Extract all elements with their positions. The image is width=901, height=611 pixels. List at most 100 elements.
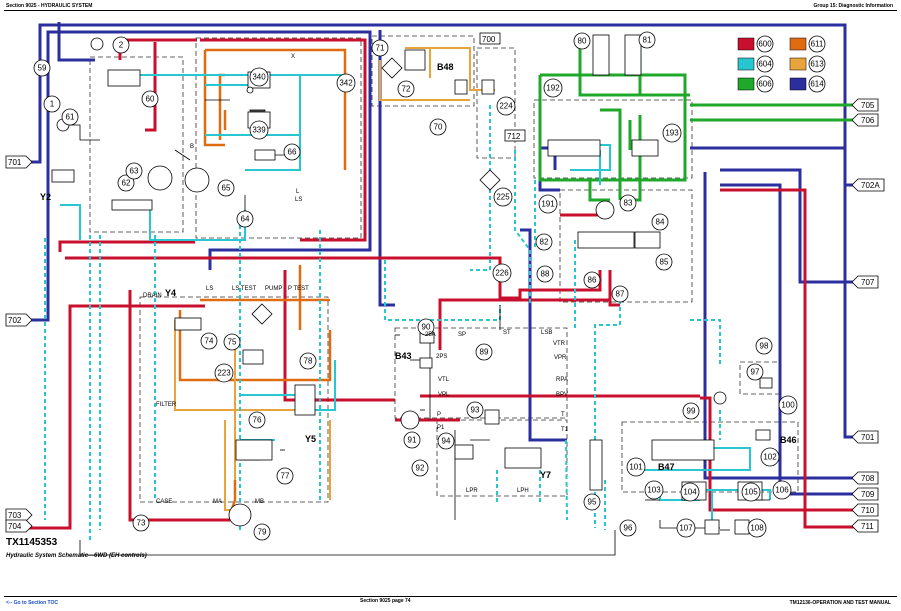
navy-line-5 <box>703 172 858 480</box>
tag-right-710-7: 710 <box>861 506 875 515</box>
valve-78 <box>294 384 316 416</box>
legend-swatch-614 <box>789 77 807 91</box>
tag-right-711-8: 711 <box>861 522 874 531</box>
callout-85: 85 <box>660 258 669 267</box>
port-label-sa25: 25A <box>425 332 436 338</box>
port-label-sp: SP <box>458 332 466 338</box>
callout-95: 95 <box>588 498 597 507</box>
callout-65: 65 <box>222 184 231 193</box>
callout-100: 100 <box>781 401 795 410</box>
navy-line-10 <box>520 228 567 442</box>
callout-95-circle <box>583 493 601 511</box>
valve-94 <box>454 444 474 460</box>
callout-82: 82 <box>540 238 549 247</box>
callout-74-circle <box>200 332 218 350</box>
callout-225-circle <box>493 187 513 207</box>
green-line-3 <box>540 73 687 202</box>
tag-left-702: 702 <box>8 316 22 325</box>
callout-107: 107 <box>679 524 693 533</box>
legend-callout-circle <box>756 35 774 53</box>
callout-91: 91 <box>408 436 417 445</box>
port-label-x: X <box>291 54 295 60</box>
callout-191-circle <box>538 194 558 214</box>
port-label-ps2: 2PS <box>436 354 447 360</box>
port-label-lsb: LSB <box>541 330 552 336</box>
callout-81-circle <box>638 31 656 49</box>
callout-98: 98 <box>760 342 769 351</box>
navy-line-3 <box>57 22 95 62</box>
valve-62 <box>111 199 153 211</box>
callout-82-circle <box>535 233 553 251</box>
callout-76-circle <box>248 411 266 429</box>
tag-right-709-6-box <box>851 487 879 501</box>
callout-342-circle <box>336 73 356 93</box>
component-label-b47: B47 <box>658 462 675 472</box>
callout-100-circle <box>778 395 798 415</box>
legend-code-600: 600 <box>758 40 772 49</box>
callout-224-circle <box>496 96 516 116</box>
section-toc-link[interactable]: <-- Go to Section TOC <box>6 600 58 606</box>
callout-85-circle <box>655 253 673 271</box>
callout-104: 104 <box>683 488 697 497</box>
port-label-ma: MA <box>213 499 222 505</box>
component-label-y2: Y2 <box>40 192 51 202</box>
callout-64: 64 <box>241 215 250 224</box>
valve-193 <box>631 139 659 157</box>
page-number: Section 9025 page 74 <box>360 598 411 604</box>
port-label-ls2: LS <box>295 197 302 203</box>
port-label-filter: FILTER <box>156 402 177 408</box>
callout-61: 61 <box>66 113 75 122</box>
tag-right-705-0: 705 <box>861 101 875 110</box>
component-label-b43: B43 <box>395 351 412 361</box>
port-label-mb: MB <box>255 499 264 505</box>
figure-id: TX1145353 <box>6 537 58 548</box>
callout-75: 75 <box>228 338 237 347</box>
cyan-dash-line-14 <box>690 319 721 365</box>
callout-76: 76 <box>253 416 262 425</box>
callout-96-circle <box>619 519 637 537</box>
sensor-b43 <box>419 357 433 369</box>
legend-swatch-613 <box>789 57 807 71</box>
legend-callout-circle <box>756 75 774 93</box>
pressure-line-5 <box>200 38 367 242</box>
sensor-b46 <box>755 429 771 441</box>
tag-right-705-0-box <box>851 98 879 112</box>
port-label-case: CASE <box>156 499 172 505</box>
callout-1: 1 <box>50 100 55 109</box>
green-line-5 <box>600 108 622 200</box>
callout-93: 93 <box>471 406 480 415</box>
callout-102-circle <box>760 447 780 467</box>
control-line-12 <box>659 520 720 529</box>
callout-93-circle <box>466 401 484 419</box>
callout-98-circle <box>755 337 773 355</box>
tag-right-707-3: 707 <box>861 278 875 287</box>
tag-right-701-4: 701 <box>861 433 875 442</box>
motor-79 <box>228 503 252 527</box>
tag-right-706-1: 706 <box>861 116 875 125</box>
callout-92: 92 <box>416 464 425 473</box>
tag-left-701-box <box>5 155 33 169</box>
valve-84 <box>634 231 661 249</box>
callout-226: 226 <box>495 269 509 278</box>
sensor-97b <box>759 377 773 389</box>
callout-97-circle <box>746 363 764 381</box>
callout-223-circle <box>214 363 234 383</box>
return-line-5 <box>178 310 332 382</box>
navy-line-2 <box>28 30 372 322</box>
port-label-p1: P1 <box>437 425 445 431</box>
callout-65-circle <box>217 179 235 197</box>
callout-99: 99 <box>687 407 696 416</box>
callout-73: 73 <box>137 519 146 528</box>
solenoid-y2 <box>51 169 75 183</box>
tag-right-711-8-box <box>851 519 879 533</box>
callout-77-circle <box>276 467 294 485</box>
pressure-line-1 <box>28 304 205 530</box>
pressure-line-3 <box>65 256 602 300</box>
tag-right-708-5-box <box>851 471 879 485</box>
callout-88-circle <box>536 265 554 283</box>
control-line-3 <box>174 149 191 161</box>
callout-59-circle <box>33 59 51 77</box>
tag-left-702-box <box>5 313 33 327</box>
cyan-dash-line-13 <box>594 300 621 528</box>
valve-224 <box>481 79 495 95</box>
